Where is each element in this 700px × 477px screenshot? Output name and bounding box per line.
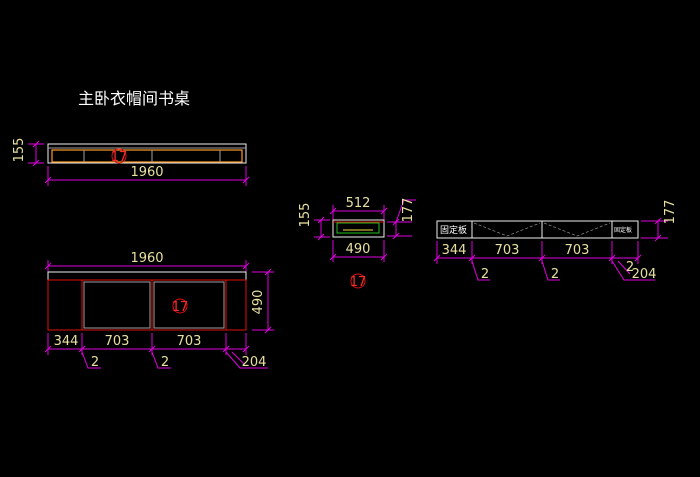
right-view-fixed-panel-left: 固定板 xyxy=(440,224,467,236)
right-view-callout-2: 2 xyxy=(551,267,559,282)
front-view-top-board xyxy=(47,271,247,281)
right-view-drawer-1-marks xyxy=(473,222,541,237)
side-view-tag: 17 xyxy=(350,275,367,290)
front-view-callout-2: 2 xyxy=(161,355,169,370)
side-view-tag-circle xyxy=(350,273,366,289)
side-view-right-dim: 177 xyxy=(401,198,416,223)
front-view-tag-circle xyxy=(172,298,188,314)
side-view: 512 155 177 490 17 xyxy=(298,196,416,290)
right-view-seg-4: 204 xyxy=(632,267,657,282)
front-view-tag: 17 xyxy=(172,300,189,315)
top-view-drawer-band xyxy=(51,149,243,163)
top-view-tag-circle xyxy=(111,148,127,164)
front-view-callout-1: 2 xyxy=(91,355,99,370)
front-view-seg-2: 703 xyxy=(105,334,130,349)
front-view-width-dim: 1960 xyxy=(130,251,163,266)
right-view-seg-1: 344 xyxy=(442,243,467,258)
front-view-seg-3: 703 xyxy=(177,334,202,349)
right-view-callout-3: 2 xyxy=(626,260,634,275)
right-view-drawer-2-marks xyxy=(543,222,611,237)
front-view-panel-2 xyxy=(153,281,225,329)
right-view-seg-3: 703 xyxy=(565,243,590,258)
side-view-left-dim: 155 xyxy=(298,203,313,228)
front-view-panel-1 xyxy=(83,281,151,329)
front-view-body xyxy=(47,279,247,331)
side-view-drawer xyxy=(336,222,380,234)
top-view-tag: 17 xyxy=(111,150,128,165)
top-view-outline xyxy=(47,143,247,164)
top-view: 155 1960 17 xyxy=(12,138,250,186)
front-view: 1960 490 17 344 703 703 2 xyxy=(44,251,274,370)
right-view: 固定板 固定板 177 344 703 703 2 2 2 204 xyxy=(433,200,678,282)
side-view-outline xyxy=(332,219,385,238)
front-view-seg-1: 344 xyxy=(54,334,79,349)
side-view-bottom-dim: 490 xyxy=(346,242,371,257)
top-view-width-dim: 1960 xyxy=(130,165,163,180)
drawing-title: 主卧衣帽间书桌 xyxy=(78,89,190,108)
right-view-fixed-panel-right: 固定板 xyxy=(614,226,632,234)
top-view-height-dim: 155 xyxy=(12,138,27,163)
front-view-height-dim: 490 xyxy=(251,290,266,315)
front-view-seg-4: 204 xyxy=(242,355,267,370)
right-view-height-dim: 177 xyxy=(663,200,678,225)
side-view-top-dim: 512 xyxy=(346,196,371,211)
right-view-outline xyxy=(436,220,639,239)
right-view-callout-1: 2 xyxy=(481,267,489,282)
right-view-seg-2: 703 xyxy=(495,243,520,258)
